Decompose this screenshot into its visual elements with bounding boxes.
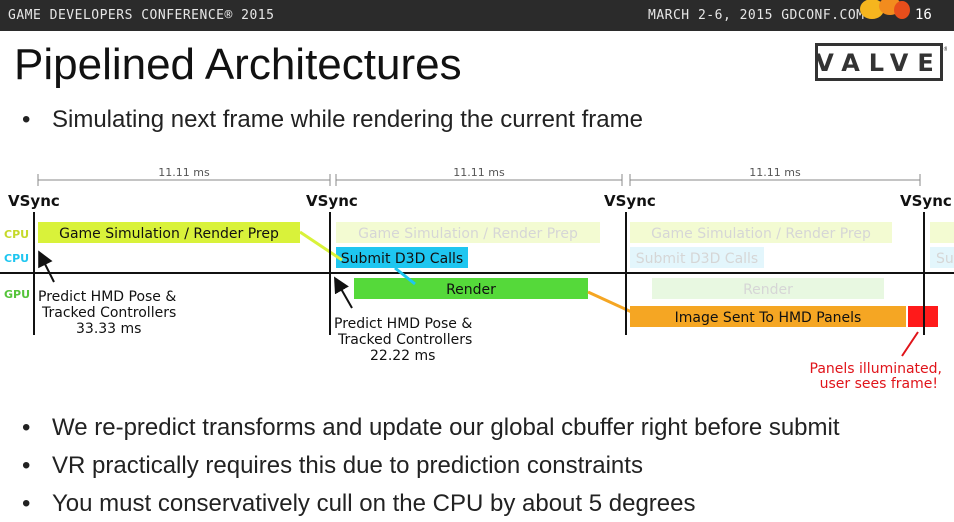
interval-label-3: 11.11 ms xyxy=(749,166,801,179)
row-label-cpu-1: CPU xyxy=(4,228,29,241)
slide-title: Pipelined Architectures xyxy=(14,40,462,89)
svg-text:®: ® xyxy=(943,46,947,53)
bullet-item: •You must conservatively cull on the CPU… xyxy=(22,490,696,517)
pipeline-diagram: 11.11 ms 11.11 ms 11.11 ms VSync VSync V… xyxy=(0,166,954,392)
predict-1-line-1: Predict HMD Pose & xyxy=(38,289,176,305)
image-sent-label: Image Sent To HMD Panels xyxy=(675,310,862,326)
image-sent-block xyxy=(630,306,906,327)
predict-arrow-1 xyxy=(38,250,55,283)
predict-1-line-3: 33.33 ms xyxy=(76,321,141,337)
vsync-lines xyxy=(33,212,925,335)
conference-label: GAME DEVELOPERS CONFERENCE® 2015 xyxy=(8,8,275,23)
gdc-logo-icon xyxy=(860,0,910,19)
intro-bullet-text: Simulating next frame while rendering th… xyxy=(52,106,643,133)
faded-render-3: Render xyxy=(743,282,793,298)
row-label-cpu-2: CPU xyxy=(4,252,29,265)
intro-bullet: •Simulating next frame while rendering t… xyxy=(22,106,643,133)
interval-label-2: 11.11 ms xyxy=(453,166,505,179)
valve-logo-text: VALVE xyxy=(815,49,942,77)
predict-arrow-2 xyxy=(334,276,353,309)
row-label-gpu: GPU xyxy=(4,288,30,301)
panels-note-line-2: user sees frame! xyxy=(820,376,938,392)
interval-label-1: 11.11 ms xyxy=(158,166,210,179)
bullet-text-1: We re-predict transforms and update our … xyxy=(52,414,840,441)
vsync-label-2: VSync xyxy=(306,192,358,210)
submit-to-render-arrow xyxy=(394,266,416,286)
date-site-label: MARCH 2-6, 2015 GDCONF.COM xyxy=(648,8,865,23)
valve-logo: VALVE ® xyxy=(815,43,947,81)
render-to-image-arrow xyxy=(587,290,637,316)
render-block-label: Render xyxy=(446,282,496,298)
faded-submit-3: Submit D3D Calls xyxy=(636,251,758,267)
submit-block-label: Submit D3D Calls xyxy=(341,251,463,267)
submit-block xyxy=(336,247,468,268)
faded-edge: Su xyxy=(936,251,954,267)
bullet-item: •We re-predict transforms and update our… xyxy=(22,414,840,441)
faded-blocks: Game Simulation / Render Prep Game Simul… xyxy=(336,222,954,299)
vsync-label-3: VSync xyxy=(604,192,656,210)
faded-sim-2: Game Simulation / Render Prep xyxy=(358,226,578,242)
bullet-text-3: You must conservatively cull on the CPU … xyxy=(52,490,696,517)
bullet-item: •VR practically requires this due to pre… xyxy=(22,452,643,479)
sim-to-submit-arrow xyxy=(299,230,343,262)
predict-2-line-1: Predict HMD Pose & xyxy=(334,316,472,332)
header-bar: GAME DEVELOPERS CONFERENCE® 2015 MARCH 2… xyxy=(0,0,954,31)
predict-1-line-2: Tracked Controllers xyxy=(41,305,176,321)
panels-note-line-1: Panels illuminated, xyxy=(810,361,942,377)
slide-number: 16 xyxy=(915,7,932,23)
bullet-text-2: VR practically requires this due to pred… xyxy=(52,452,643,479)
panels-arrow xyxy=(901,331,919,357)
vsync-label-4: VSync xyxy=(900,192,952,210)
sim-block-label: Game Simulation / Render Prep xyxy=(59,226,279,242)
vsync-label-1: VSync xyxy=(8,192,60,210)
faded-sim-3: Game Simulation / Render Prep xyxy=(651,226,871,242)
sim-block xyxy=(38,222,300,243)
predict-2-line-3: 22.22 ms xyxy=(370,348,435,364)
predict-2-line-2: Tracked Controllers xyxy=(337,332,472,348)
interval-markers xyxy=(37,174,921,186)
